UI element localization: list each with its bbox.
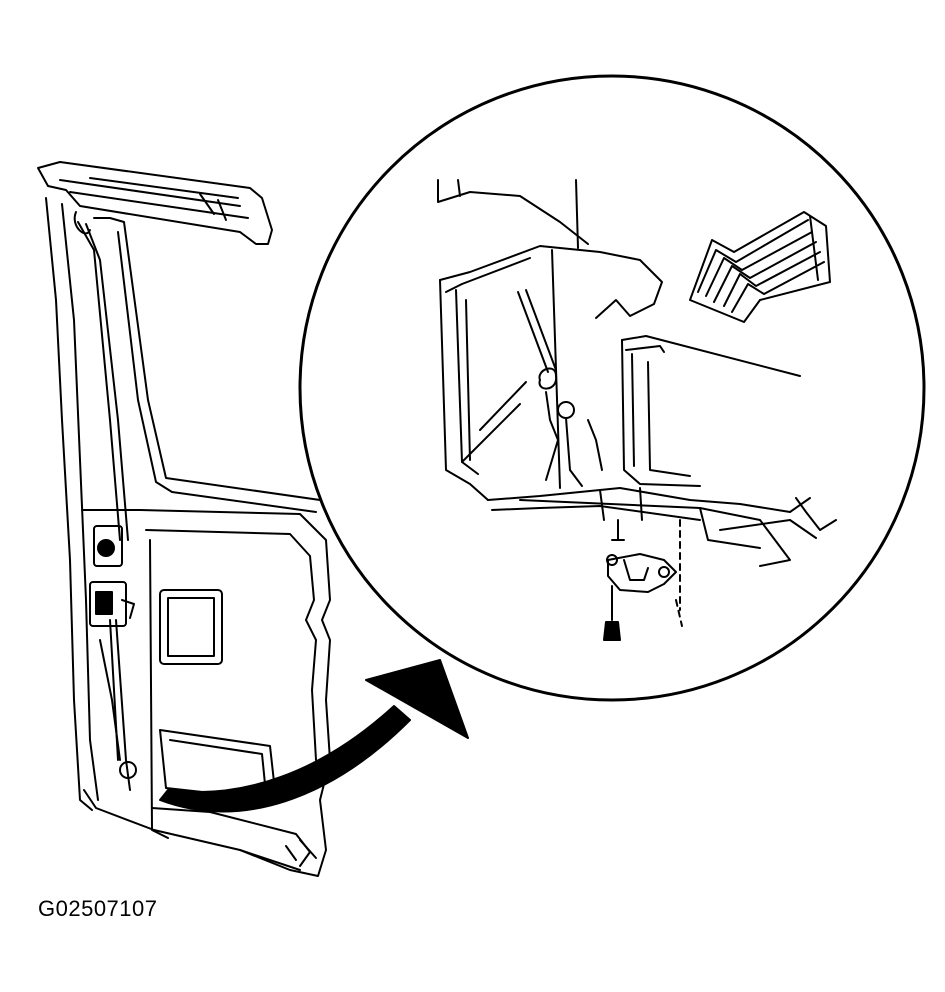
pointer-arrow [160,660,468,811]
figure-id-label: G02507107 [38,896,158,921]
door-panel [38,162,330,876]
detail-view [300,76,924,700]
direction-arrow [690,212,830,322]
